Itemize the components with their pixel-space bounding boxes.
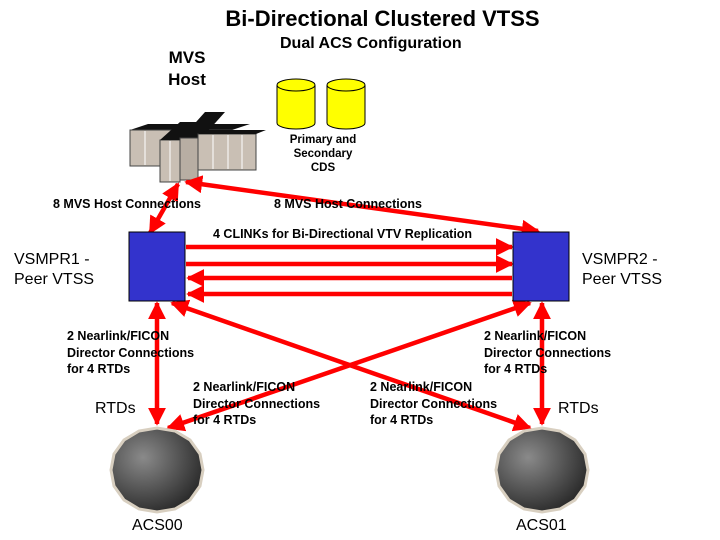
cds-label-line3: CDS bbox=[310, 162, 336, 174]
nearlink-line1: 2 Nearlink/FICON bbox=[193, 380, 296, 394]
mvs-host-label-line2: Host bbox=[168, 70, 206, 89]
vtss1-box bbox=[128, 231, 186, 302]
vtss1-label-line1: VSMPR1 - bbox=[14, 251, 90, 268]
nearlink-line1: 2 Nearlink/FICON bbox=[67, 329, 170, 343]
vtss2-label: VSMPR2 - Peer VTSS bbox=[582, 250, 662, 290]
nearlink-line1: 2 Nearlink/FICON bbox=[370, 380, 473, 394]
host-connections-right-label: 8 MVS Host Connections bbox=[274, 197, 422, 211]
cds-disk-icon bbox=[276, 78, 366, 130]
host-connections-left-label: 8 MVS Host Connections bbox=[53, 197, 201, 211]
nearlink-line2: Director Connections bbox=[67, 345, 195, 360]
vtss1-label-line2: Peer VTSS bbox=[14, 271, 95, 288]
nearlink-label-cross-left: 2 Nearlink/FICON Director Connections fo… bbox=[193, 379, 320, 429]
acs00-library-icon bbox=[109, 426, 205, 514]
mvs-host-label-line1: MVS bbox=[168, 48, 206, 67]
acs00-label: ACS00 bbox=[132, 517, 183, 534]
nearlink-label-cross-right: 2 Nearlink/FICON Director Connections fo… bbox=[370, 379, 497, 429]
acs01-library-icon bbox=[494, 426, 590, 514]
nearlink-line3: for 4 RTDs bbox=[484, 362, 548, 376]
page-title: Bi-Directional Clustered VTSS bbox=[225, 6, 540, 31]
cds-label-line1: Primary and bbox=[289, 134, 357, 146]
nearlink-line3: for 4 RTDs bbox=[67, 362, 131, 376]
connection-arrows bbox=[148, 175, 551, 432]
mvs-host-icon bbox=[129, 112, 266, 183]
host-to-vtss1-arrow bbox=[148, 182, 180, 235]
nearlink-line1: 2 Nearlink/FICON bbox=[484, 329, 587, 343]
cds-label-line2: Secondary bbox=[293, 148, 353, 160]
cds-label: Primary and Secondary CDS bbox=[278, 133, 368, 175]
nearlink-line2: Director Connections bbox=[193, 396, 321, 411]
vtss2-to-acs00-arrow bbox=[166, 299, 532, 432]
vtss2-box bbox=[512, 231, 570, 302]
acs01-label: ACS01 bbox=[516, 517, 567, 534]
clinks-label: 4 CLINKs for Bi-Directional VTV Replicat… bbox=[213, 227, 473, 241]
nearlink-label-vtss2: 2 Nearlink/FICON Director Connections fo… bbox=[484, 328, 611, 378]
rtds-label-right: RTDs bbox=[558, 400, 599, 417]
host-to-vtss2-arrow bbox=[184, 175, 540, 238]
vtss1-label: VSMPR1 - Peer VTSS bbox=[14, 250, 94, 290]
mvs-host-label: MVS Host bbox=[150, 47, 224, 91]
vtss2-label-line2: Peer VTSS bbox=[582, 271, 663, 288]
nearlink-line2: Director Connections bbox=[370, 396, 498, 411]
nearlink-line3: for 4 RTDs bbox=[193, 413, 257, 427]
rtds-label-left: RTDs bbox=[95, 400, 136, 417]
nearlink-line3: for 4 RTDs bbox=[370, 413, 434, 427]
vtss2-label-line1: VSMPR2 - bbox=[582, 251, 658, 268]
nearlink-label-vtss1: 2 Nearlink/FICON Director Connections fo… bbox=[67, 328, 194, 378]
nearlink-line2: Director Connections bbox=[484, 345, 612, 360]
page-subtitle: Dual ACS Configuration bbox=[280, 35, 462, 52]
